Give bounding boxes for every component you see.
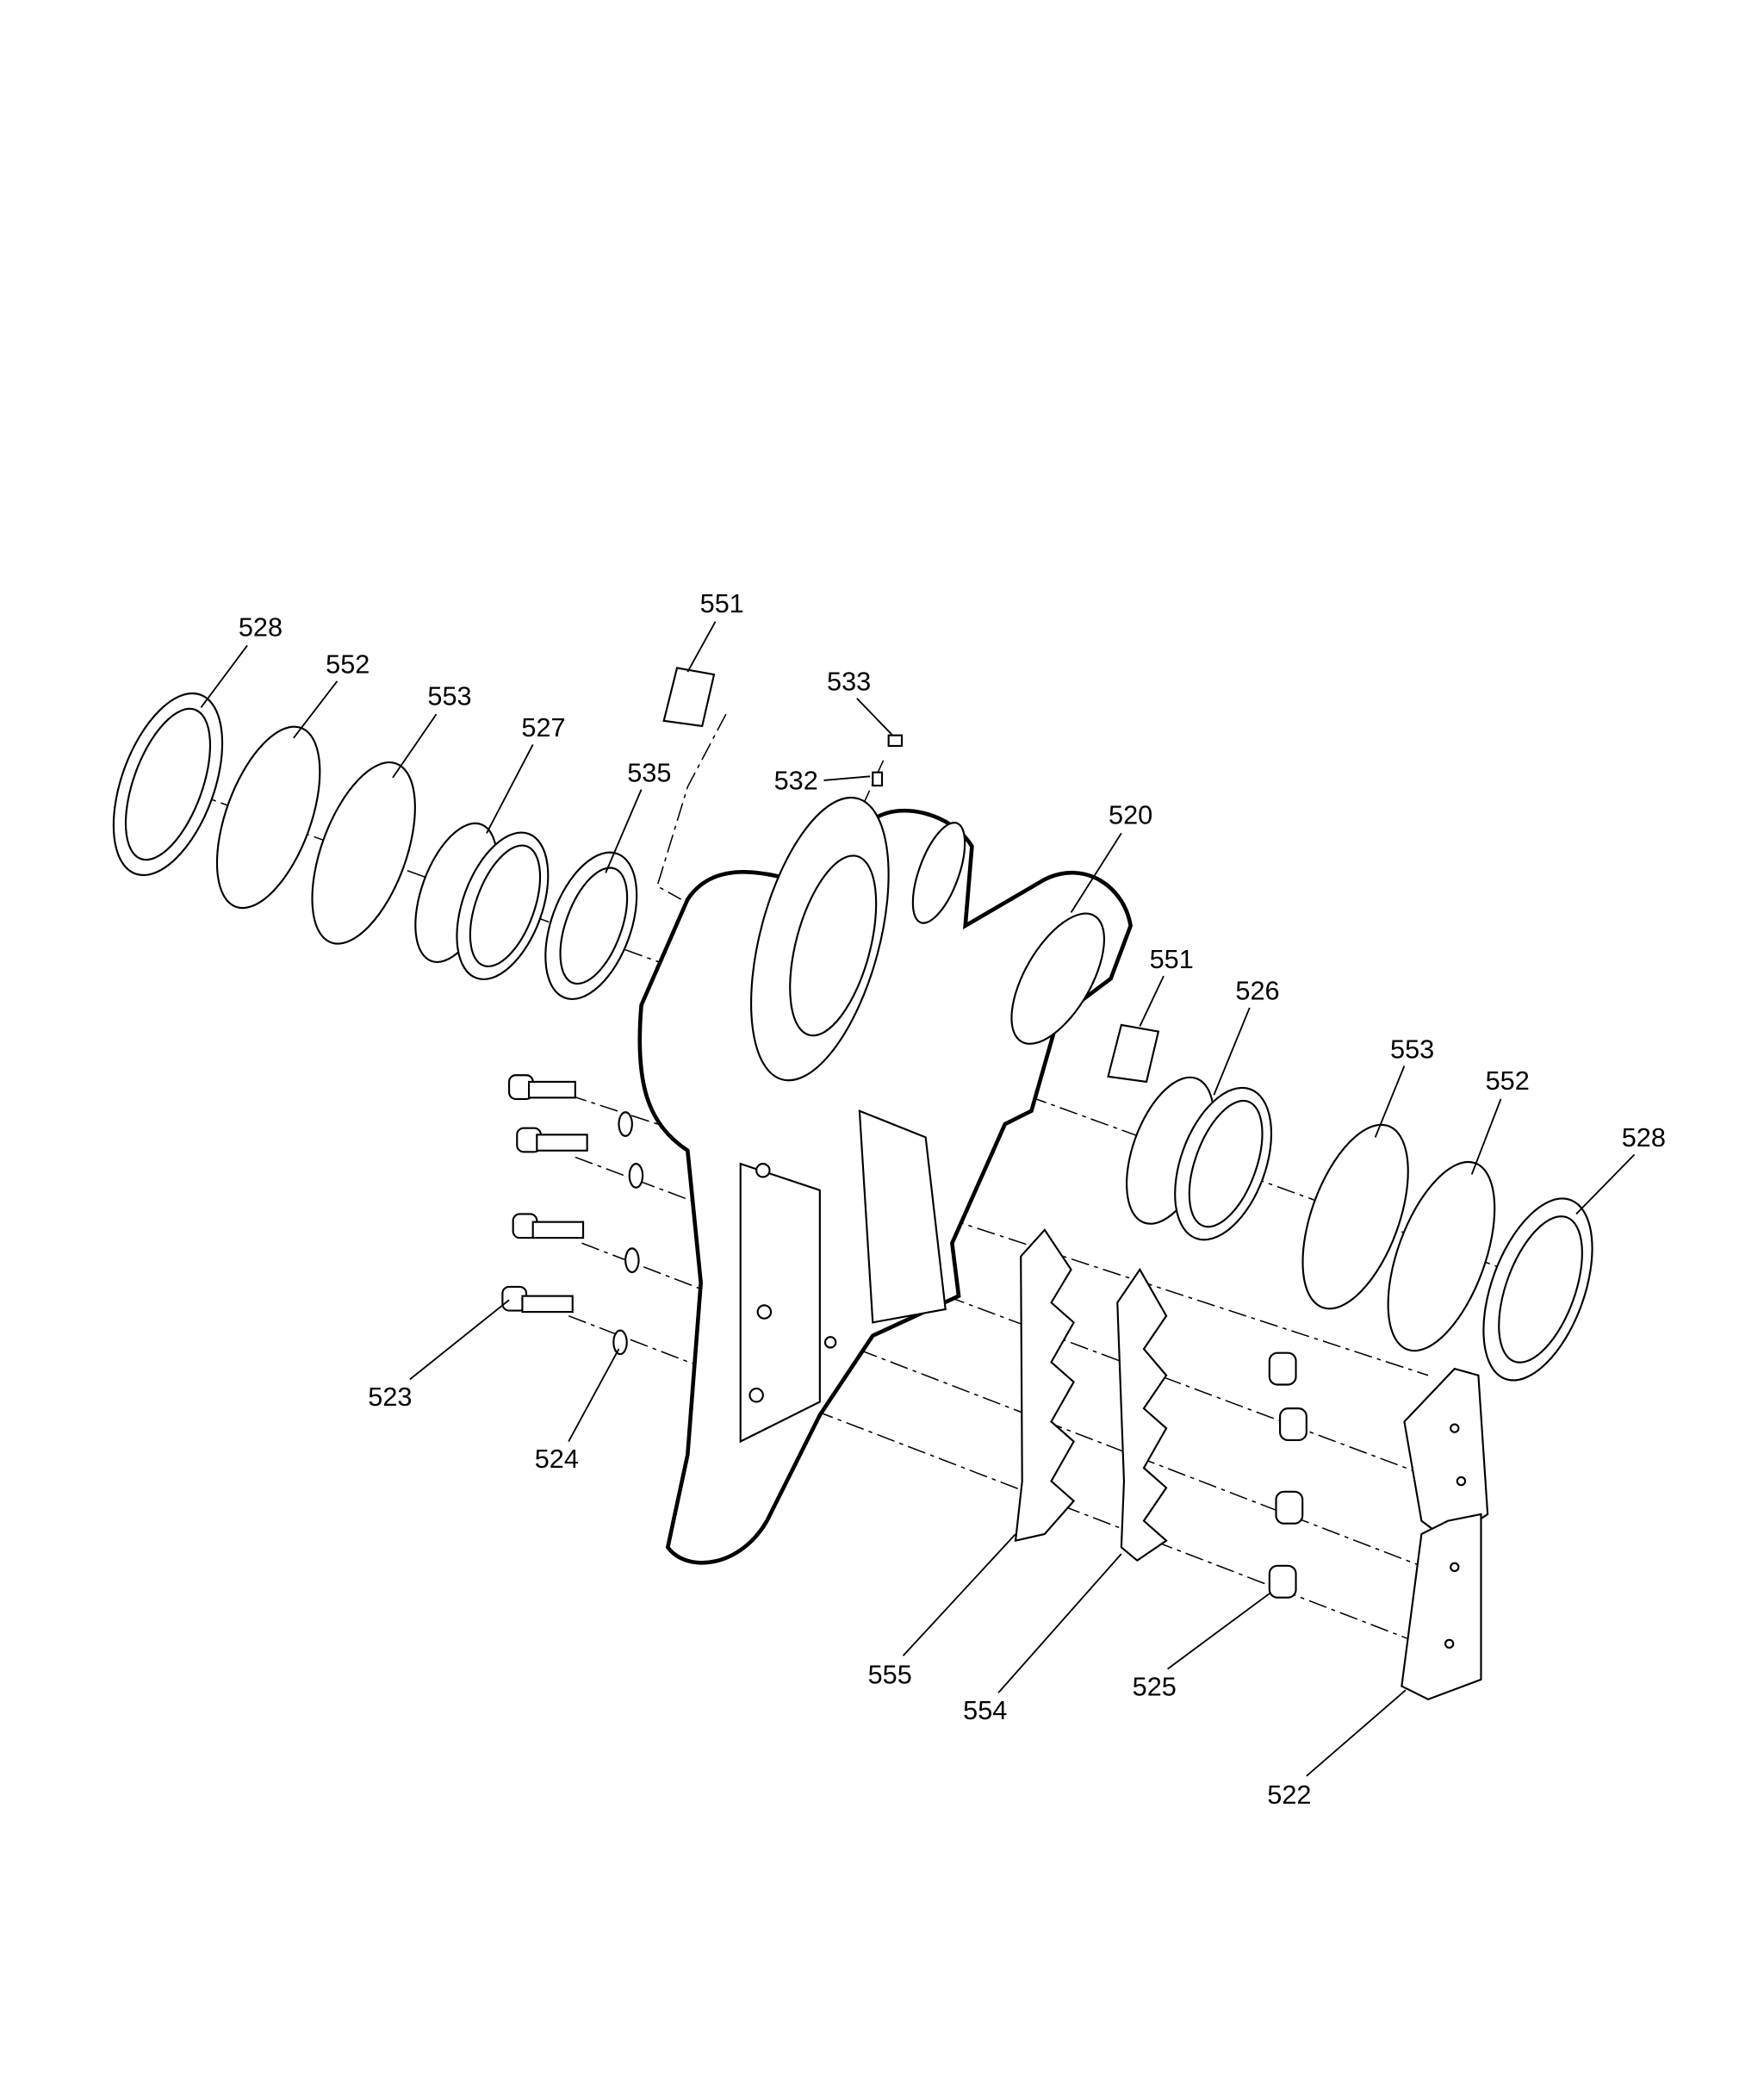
callout-554: 554 (963, 1695, 1007, 1725)
part-524-washers (612, 1111, 644, 1356)
part-551-label-plate-lower (1107, 1023, 1160, 1084)
callout-535: 535 (627, 757, 671, 787)
part-554-shim-plate (1116, 1267, 1168, 1562)
callout-labels: 528 552 553 527 535 551 533 532 520 551 … (239, 588, 1666, 1810)
callout-551: 551 (1150, 944, 1194, 974)
callout-552: 552 (326, 649, 370, 680)
part-532-screw (872, 771, 884, 787)
part-535-spacer-ring (544, 851, 638, 1000)
callout-528: 528 (1622, 1122, 1666, 1152)
part-528-thrust-washer-left (112, 692, 224, 877)
callout-552: 552 (1486, 1065, 1530, 1096)
callout-555: 555 (868, 1659, 912, 1689)
callout-526: 526 (1235, 976, 1279, 1006)
callout-523: 523 (368, 1382, 412, 1412)
leader-lines (200, 621, 1636, 1777)
part-525-spacers (1268, 1351, 1307, 1599)
callout-532: 532 (774, 766, 818, 796)
callout-528: 528 (239, 612, 283, 643)
part-522-wear-plates (1401, 1367, 1489, 1701)
callout-524: 524 (535, 1444, 579, 1474)
callout-553: 553 (427, 680, 471, 711)
part-553-shim-right (1301, 1123, 1409, 1310)
part-533-grease-fitting (887, 734, 904, 748)
callout-522: 522 (1267, 1780, 1311, 1810)
part-527-bushing (414, 822, 550, 980)
callout-520: 520 (1109, 800, 1152, 830)
callout-553: 553 (1390, 1034, 1434, 1064)
callout-527: 527 (521, 712, 565, 742)
part-553-shim-left (311, 761, 416, 945)
part-551-label-plate-upper (662, 667, 716, 728)
callout-551: 551 (700, 588, 744, 618)
part-528-thrust-washer-right (1482, 1197, 1593, 1382)
part-526-bushing (1126, 1076, 1273, 1241)
part-555-shim-plate (1014, 1228, 1076, 1543)
part-520-arm (637, 796, 1133, 1565)
callout-525: 525 (1133, 1671, 1177, 1701)
part-523-bolts (501, 1074, 588, 1314)
callout-533: 533 (827, 667, 871, 697)
